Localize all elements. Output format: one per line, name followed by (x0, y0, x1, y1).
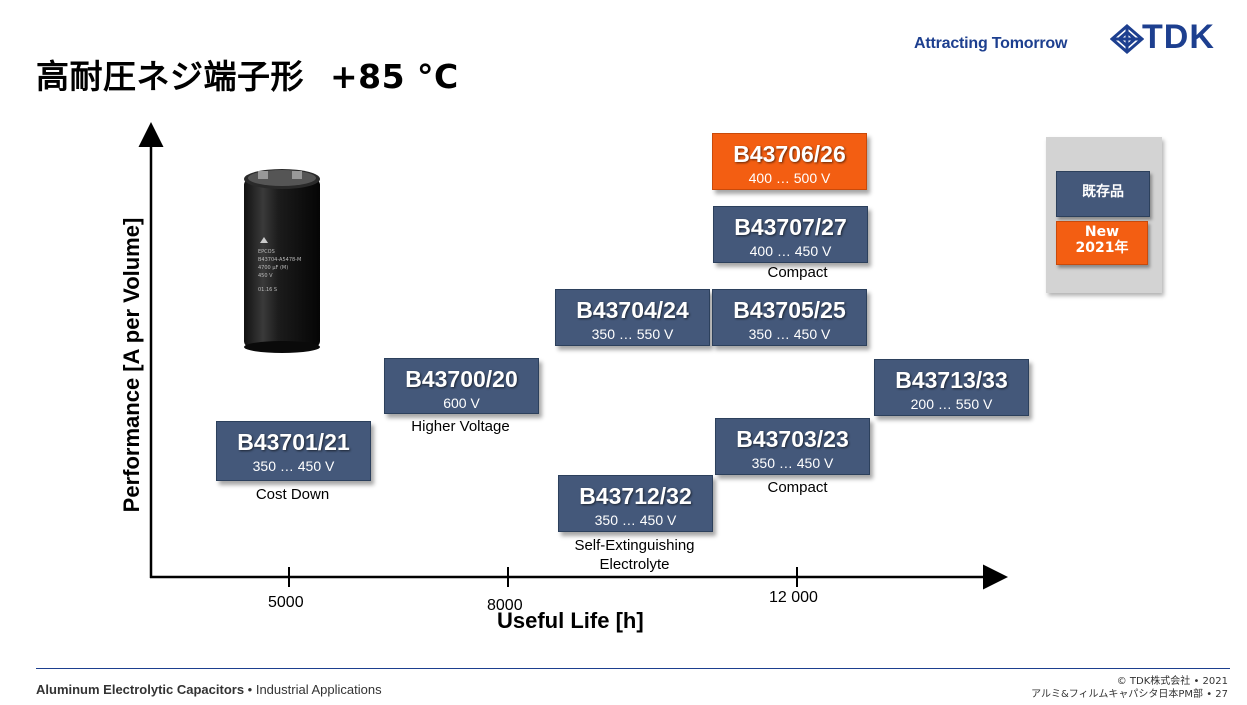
legend-new-line2: 2021年 (1075, 240, 1129, 256)
product-name: B43707/27 (734, 214, 847, 240)
footer-copyright: © TDK株式会社 • 2021 (1116, 676, 1228, 687)
product-note-b43703: Compact (767, 479, 828, 496)
legend-existing: 既存品 (1056, 171, 1150, 217)
svg-text:B43704-A5478-M: B43704-A5478-M (258, 257, 301, 263)
product-box-b43713: B43713/33 200 … 550 V (874, 359, 1029, 416)
footer-department-page: アルミ&フィルムキャパシタ日本PM部 • 27 (1031, 689, 1228, 700)
svg-text:450 V: 450 V (258, 273, 273, 279)
x-axis-label: Useful Life [h] (497, 608, 644, 633)
capacitor-image: EPCOS B43704-A5478-M 4700 µF (M) 450 V 0… (244, 169, 320, 353)
product-note-b43700: Higher Voltage (411, 418, 510, 435)
product-voltage: 600 V (443, 395, 480, 411)
product-voltage: 400 … 450 V (749, 243, 832, 259)
product-voltage: 350 … 450 V (252, 458, 335, 474)
title-text: 高耐圧ネジ端子形 (36, 57, 304, 96)
x-tick-label-8000: 8000 (487, 597, 523, 614)
product-note-b43712: Self-Extinguishing Electrolyte (574, 537, 695, 573)
tdk-logo-icon (1110, 24, 1144, 54)
product-name: B43712/32 (579, 483, 692, 509)
page-title: 高耐圧ネジ端子形 +85 °C (36, 50, 459, 98)
product-box-b43712: B43712/32 350 … 450 V (558, 475, 713, 532)
product-name: B43701/21 (237, 429, 350, 455)
footer-left: Aluminum Electrolytic Capacitors • Indus… (36, 682, 382, 697)
product-name: B43706/26 (733, 141, 846, 167)
svg-text:4700 µF (M): 4700 µF (M) (258, 265, 288, 271)
product-name: B43704/24 (576, 297, 689, 323)
product-voltage: 200 … 550 V (910, 396, 993, 412)
legend-new-line1: New (1084, 224, 1120, 240)
product-name: B43703/23 (736, 426, 849, 452)
x-tick-label-5000: 5000 (268, 594, 304, 611)
footer-divider (36, 668, 1230, 669)
footer-right: © TDK株式会社 • 2021 アルミ&フィルムキャパシタ日本PM部 • 27 (1031, 675, 1228, 701)
product-box-b43707: B43707/27 400 … 450 V (713, 206, 868, 263)
product-voltage: 350 … 450 V (751, 455, 834, 471)
svg-text:EPCOS: EPCOS (258, 249, 275, 255)
legend: 既存品 New 2021年 (1046, 137, 1162, 293)
product-name: B43705/25 (733, 297, 846, 323)
legend-new: New 2021年 (1056, 221, 1148, 265)
product-voltage: 400 … 500 V (748, 170, 831, 186)
product-box-b43706: B43706/26 400 … 500 V (712, 133, 867, 190)
product-name: B43713/33 (895, 367, 1008, 393)
product-voltage: 350 … 450 V (594, 512, 677, 528)
product-voltage: 350 … 550 V (591, 326, 674, 342)
product-voltage: 350 … 450 V (748, 326, 831, 342)
footer-product-line: Aluminum Electrolytic Capacitors (36, 682, 245, 697)
title-temperature: +85 °C (330, 57, 459, 96)
product-box-b43700: B43700/20 600 V (384, 358, 539, 414)
product-name: B43700/20 (405, 366, 518, 392)
y-axis-label: Performance [A per Volume] (119, 217, 144, 513)
product-note-b43707: Compact (767, 264, 828, 281)
svg-text:01.16 S: 01.16 S (258, 287, 277, 293)
tdk-logo-text: TDK (1142, 18, 1215, 56)
x-tick-label-12000: 12 000 (769, 589, 818, 606)
product-box-b43704: B43704/24 350 … 550 V (555, 289, 710, 346)
footer-application: • Industrial Applications (244, 682, 382, 697)
tagline: Attracting Tomorrow (914, 35, 1068, 52)
product-note-b43701: Cost Down (255, 486, 330, 503)
product-box-b43703: B43703/23 350 … 450 V (715, 418, 870, 475)
product-box-b43701: B43701/21 350 … 450 V (216, 421, 371, 481)
product-box-b43705: B43705/25 350 … 450 V (712, 289, 867, 346)
